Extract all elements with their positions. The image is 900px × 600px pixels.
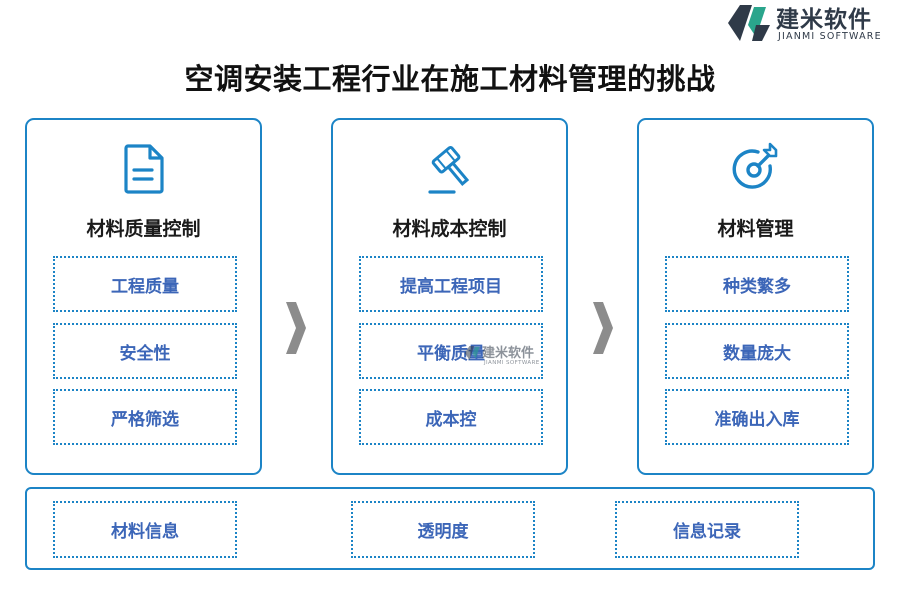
target-icon <box>732 142 777 189</box>
watermark-name: 建米软件 <box>482 346 535 361</box>
brand-logo: 建米软件 JIANMI SOFTWARE <box>724 0 900 48</box>
logo-subtitle: JIANMI SOFTWARE <box>778 31 882 42</box>
watermark: 建米软件 JIANMI SOFTWARE <box>462 342 546 370</box>
card-item: 严格筛选 <box>53 389 237 445</box>
card-item: 安全性 <box>53 323 237 379</box>
bottom-item: 信息记录 <box>615 501 799 558</box>
watermark-logo-icon <box>464 345 480 361</box>
card-title: 材料管理 <box>717 218 794 240</box>
chevron-right-icon <box>593 302 613 354</box>
card-material-quality: 材料质量控制 工程质量 安全性 严格筛选 <box>25 118 262 475</box>
card-title: 材料质量控制 <box>86 218 201 240</box>
chevron-right-icon <box>286 302 306 354</box>
card-title: 材料成本控制 <box>392 218 507 240</box>
card-item: 提高工程项目 <box>359 256 543 312</box>
logo-name: 建米软件 <box>776 7 872 33</box>
logo-mark-icon <box>728 5 770 41</box>
bottom-item: 透明度 <box>351 501 535 558</box>
card-material-management: 材料管理 种类繁多 数量庞大 准确出入库 <box>637 118 874 475</box>
card-item: 工程质量 <box>53 256 237 312</box>
page-title: 空调安装工程行业在施工材料管理的挑战 <box>184 62 716 96</box>
document-icon <box>123 144 164 194</box>
bottom-item: 材料信息 <box>53 501 237 558</box>
watermark-subtitle: JIANMI SOFTWARE <box>484 360 540 366</box>
bottom-bar: 材料信息 透明度 信息记录 <box>25 487 875 570</box>
card-item: 种类繁多 <box>665 256 849 312</box>
card-item: 数量庞大 <box>665 323 849 379</box>
card-item: 成本控 <box>359 389 543 445</box>
gavel-icon <box>427 145 469 194</box>
card-item: 准确出入库 <box>665 389 849 445</box>
card-material-cost: 材料成本控制 提高工程项目 平衡质量 成本控 <box>331 118 568 475</box>
